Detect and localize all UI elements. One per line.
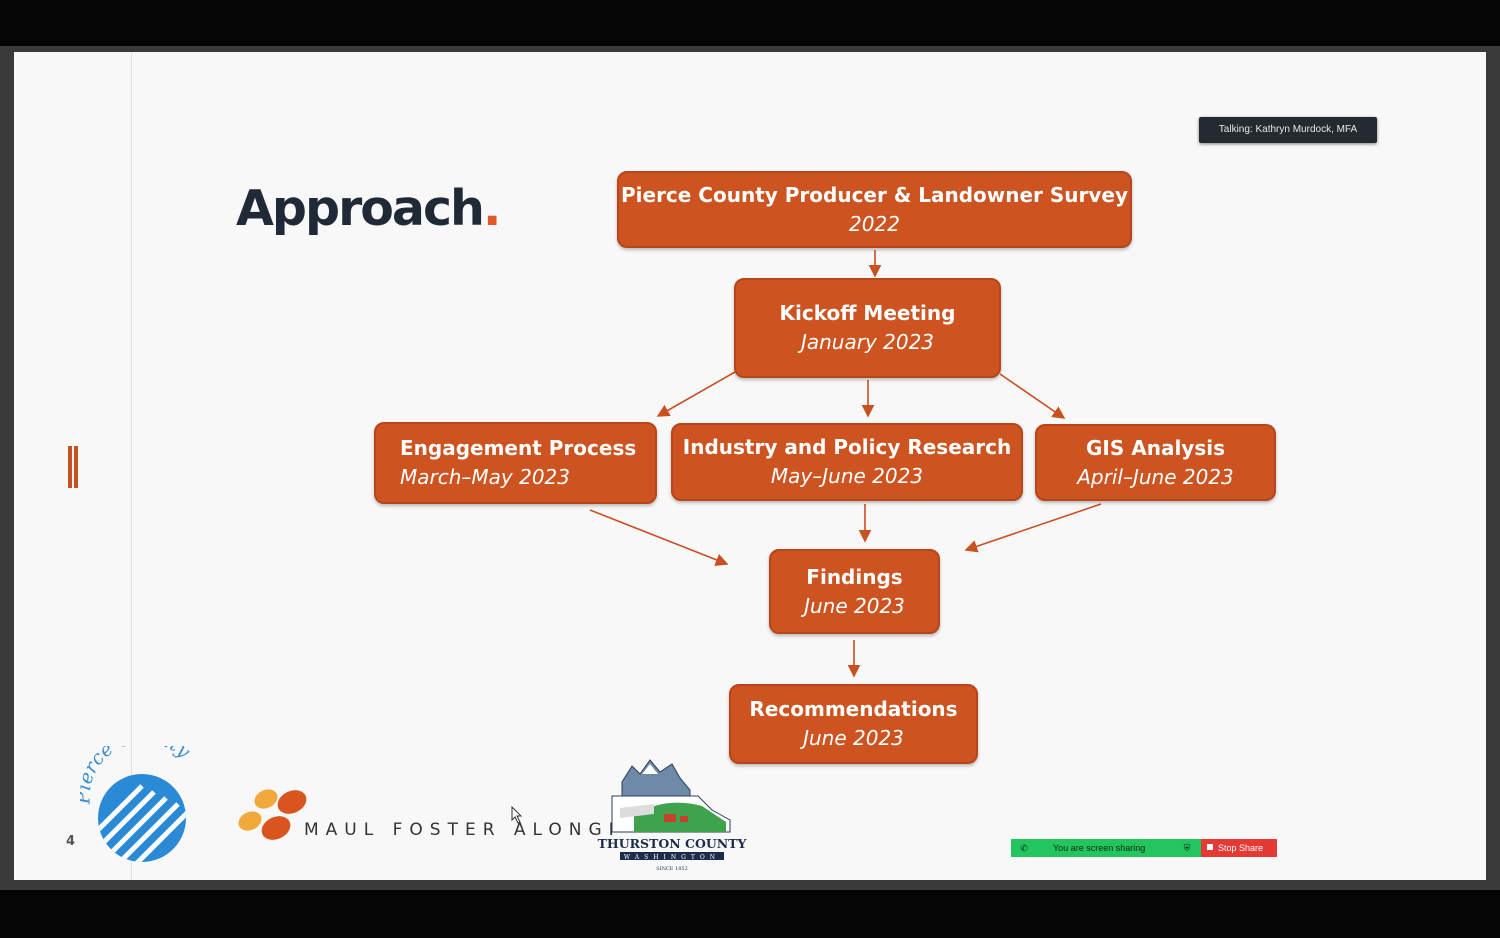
arrow-kickoff-gis xyxy=(999,373,1066,419)
thurston-county-logo: THURSTON COUNTY WASHINGTON SINCE 1852 xyxy=(598,759,748,872)
accent-bar-left xyxy=(68,446,72,488)
screen-sharing-banner: ✆ You are screen sharing ⛨ xyxy=(1011,839,1201,857)
thurston-washington-label: WASHINGTON xyxy=(624,854,720,861)
box-kickoff-date: January 2023 xyxy=(800,330,935,354)
accent-bar-right xyxy=(74,446,78,488)
box-gis: GIS Analysis April–June 2023 xyxy=(1035,424,1276,501)
arrow-engagement-findings xyxy=(589,509,729,566)
box-gis-title: GIS Analysis xyxy=(1086,435,1225,460)
bottom-letterbox xyxy=(0,890,1500,938)
screen-sharing-label: You are screen sharing xyxy=(1053,843,1146,853)
presentation-slide: Approach. Pierce County Producer & Lando… xyxy=(14,52,1486,880)
box-research-title: Industry and Policy Research xyxy=(682,435,1012,459)
box-findings-date: June 2023 xyxy=(804,593,905,618)
mfa-logo-mark xyxy=(238,789,307,840)
phone-icon: ✆ xyxy=(1020,843,1028,853)
stop-share-label: Stop Share xyxy=(1218,843,1264,853)
box-findings-title: Findings xyxy=(806,564,903,589)
box-engagement: Engagement Process March–May 2023 xyxy=(374,422,657,504)
pierce-county-logo: Pierce County xyxy=(80,746,195,862)
mfa-wordmark: MAUL FOSTER ALONGI xyxy=(304,820,621,840)
arrow-kickoff-engagement xyxy=(656,371,736,417)
mouse-cursor-icon xyxy=(511,806,523,824)
box-findings: Findings June 2023 xyxy=(769,549,940,634)
box-kickoff-title: Kickoff Meeting xyxy=(779,301,956,325)
slide-left-divider xyxy=(131,52,132,880)
thurston-county-wordmark: THURSTON COUNTY xyxy=(598,836,748,851)
stop-square-icon xyxy=(1207,844,1213,850)
title-dot: . xyxy=(482,180,502,237)
box-survey-date: 2022 xyxy=(849,211,900,236)
box-kickoff: Kickoff Meeting January 2023 xyxy=(734,278,1001,378)
box-engagement-date: March–May 2023 xyxy=(400,465,571,489)
flow-arrows xyxy=(589,250,1102,678)
box-survey-title: Pierce County Producer & Landowner Surve… xyxy=(620,182,1129,207)
shield-icon: ⛨ xyxy=(1183,843,1191,853)
box-gis-date: April–June 2023 xyxy=(1077,464,1234,489)
page-number: 4 xyxy=(66,834,76,849)
top-letterbox xyxy=(0,0,1500,46)
slide-title: Approach. xyxy=(236,180,501,237)
thurston-since-label: SINCE 1852 xyxy=(656,866,688,872)
box-recommendations-title: Recommendations xyxy=(749,697,958,721)
arrow-gis-findings xyxy=(964,503,1102,553)
box-recommendations: Recommendations June 2023 xyxy=(729,684,978,764)
box-engagement-title: Engagement Process xyxy=(400,436,637,460)
box-research: Industry and Policy Research May–June 20… xyxy=(671,423,1023,501)
talking-indicator: Talking: Kathryn Murdock, MFA xyxy=(1199,117,1377,143)
box-research-date: May–June 2023 xyxy=(770,464,924,488)
box-survey: Pierce County Producer & Landowner Surve… xyxy=(617,171,1132,248)
stop-share-button[interactable]: Stop Share xyxy=(1201,839,1277,857)
box-recommendations-date: June 2023 xyxy=(803,726,904,750)
